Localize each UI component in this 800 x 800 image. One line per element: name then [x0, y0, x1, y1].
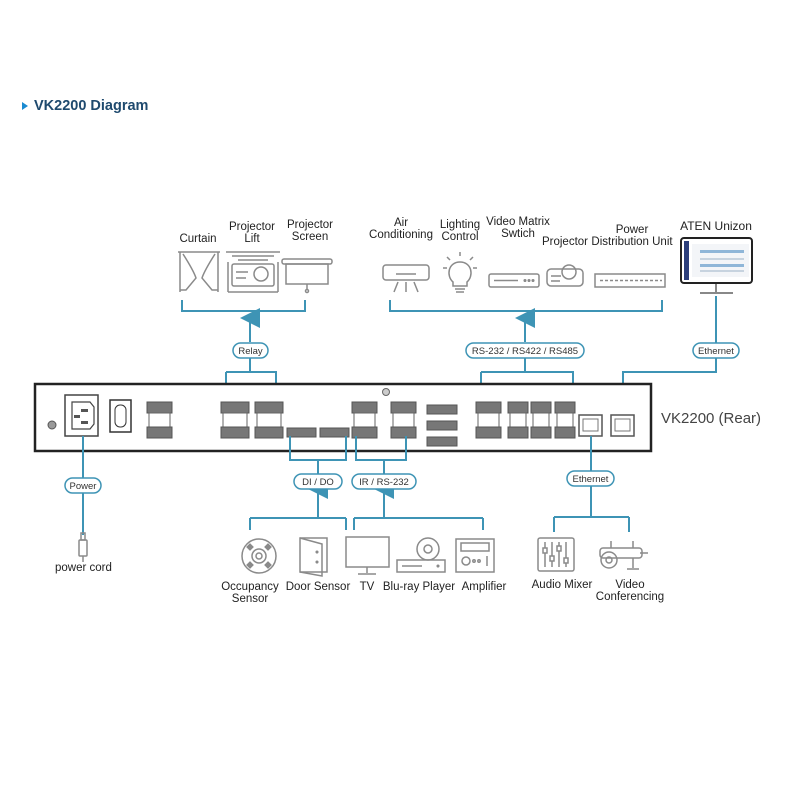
occupancy-sensor-label-2: Sensor: [232, 593, 269, 605]
video-conferencing-icon: [599, 541, 648, 570]
power-group: Power power cord: [55, 436, 112, 574]
door-sensor-icon: [299, 537, 328, 577]
air-conditioning-label-1: Air: [394, 217, 408, 229]
page-title-text: VK2200 Diagram: [34, 98, 149, 114]
bluray-label: Blu-ray Player: [383, 581, 455, 593]
unizon-ethernet-port: [610, 414, 635, 437]
rs-ethernet-port: [578, 414, 603, 437]
ir-group: IR / RS-232 TV Blu-ray Player Amplifier: [345, 436, 507, 593]
lighting-control-label-2: Control: [441, 231, 478, 243]
terminal-blocks: [146, 401, 576, 439]
projector-lift-label-1: Projector: [229, 221, 275, 233]
dido-pill: [293, 473, 343, 490]
monitor-icon: [680, 237, 753, 294]
power-inlet: [64, 394, 99, 437]
video-matrix-label-2: Swtich: [501, 228, 535, 240]
top-right-group: Air Conditioning Lighting Control Video …: [369, 216, 673, 386]
curtain-label: Curtain: [179, 233, 216, 245]
video-matrix-icon: [488, 273, 540, 288]
power-switch: [109, 399, 132, 433]
air-conditioning-label-2: Conditioning: [369, 229, 433, 241]
ethernet-group: Ethernet Audio Mixer Video Conferencing: [532, 436, 664, 603]
terminal-block: [390, 401, 417, 439]
relay-pill: [232, 342, 269, 359]
pdu-label-2: Distribution Unit: [591, 236, 673, 248]
lighting-control-label-1: Lighting: [440, 219, 480, 231]
serial-label: RS-232 / RS422 / RS485: [472, 346, 578, 357]
small-terminal: [426, 404, 458, 415]
title-marker-icon: [22, 102, 28, 110]
bluray-player-icon: [396, 537, 446, 573]
dido-group: DI / DO Occupancy Sensor Door Sensor: [221, 436, 350, 605]
device-label: VK2200 (Rear): [661, 410, 761, 427]
terminal-block: [530, 401, 552, 439]
pdu-icon: [594, 273, 666, 288]
projector-lift-icon: [226, 251, 280, 293]
video-matrix-label-1: Video Matrix: [486, 216, 550, 228]
small-terminal: [426, 436, 458, 447]
projector-lift-label-2: Lift: [244, 233, 260, 245]
audio-mixer-icon: [537, 537, 575, 572]
pdu-label-1: Power: [616, 224, 649, 236]
power-cord-icon: [78, 532, 88, 562]
occupancy-sensor-label-1: Occupancy: [221, 581, 279, 593]
small-terminal: [319, 427, 350, 438]
ir-pill: [351, 473, 417, 490]
terminal-block: [254, 401, 284, 439]
projector-icon: [546, 264, 584, 287]
power-connection-label: Power: [70, 481, 97, 492]
projector-label: Projector: [542, 236, 588, 248]
power-cord-label: power cord: [55, 562, 112, 574]
light-bulb-icon: [443, 252, 477, 293]
unizon-group: ATEN Unizon Ethernet: [622, 219, 753, 412]
curtain-icon: [178, 251, 220, 292]
projector-screen-label-1: Projector: [287, 219, 333, 231]
terminal-block: [351, 401, 378, 439]
projector-screen-label-2: Screen: [292, 231, 328, 243]
unizon-ethernet-label: Ethernet: [698, 346, 734, 357]
vk2200-rear-panel: VK2200 (Rear): [33, 382, 761, 453]
door-sensor-label: Door Sensor: [286, 581, 351, 593]
page-title: VK2200 Diagram: [22, 98, 148, 114]
tv-icon: [345, 536, 390, 575]
air-conditioner-icon: [382, 264, 430, 293]
amplifier-icon: [455, 538, 495, 573]
small-terminal: [286, 427, 317, 438]
video-conferencing-label-2: Conferencing: [596, 591, 664, 603]
unizon-label: ATEN Unizon: [680, 219, 752, 233]
power-pill: [64, 477, 102, 494]
projector-screen-icon: [281, 258, 333, 294]
terminal-block: [554, 401, 576, 439]
occupancy-sensor-icon: [241, 538, 277, 574]
relay-label: Relay: [238, 346, 263, 357]
screw-icon: [382, 388, 390, 396]
small-terminal-blocks: [286, 404, 458, 447]
amplifier-label: Amplifier: [462, 581, 507, 593]
serial-pill: [465, 342, 585, 359]
ethernet-pill: [566, 470, 615, 487]
ground-screw-icon: [47, 420, 57, 430]
dido-label: DI / DO: [302, 477, 334, 488]
terminal-block: [475, 401, 502, 439]
terminal-block: [146, 401, 173, 439]
terminal-block: [220, 401, 250, 439]
small-terminal: [426, 420, 458, 431]
ir-label: IR / RS-232: [359, 477, 409, 488]
terminal-block: [507, 401, 529, 439]
audio-mixer-label: Audio Mixer: [532, 579, 593, 591]
unizon-ethernet-pill: [692, 342, 740, 359]
tv-label: TV: [360, 581, 375, 593]
top-left-group: Curtain Projector Lift Projector Screen: [178, 219, 333, 386]
video-conferencing-label-1: Video: [615, 579, 644, 591]
ethernet-label: Ethernet: [573, 474, 609, 485]
